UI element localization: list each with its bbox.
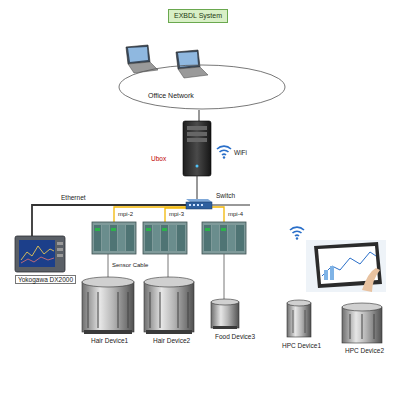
ellipse-outline xyxy=(118,64,286,110)
device-label: Yokogawa DX2000 xyxy=(15,275,76,284)
wifi-label: WiFi xyxy=(233,149,248,156)
network-ellipse: Office Network xyxy=(118,64,286,110)
machine-device xyxy=(82,277,134,334)
device-label: Hair Device1 xyxy=(90,337,129,344)
network-wire xyxy=(197,176,198,200)
recorder-device xyxy=(15,236,65,272)
tablet-device xyxy=(306,240,386,292)
device-label: Switch xyxy=(215,192,236,199)
device-label: Food Device3 xyxy=(214,333,256,340)
bus-label: mpi-2 xyxy=(117,211,134,218)
system-box: EXBDL System xyxy=(168,9,228,23)
device-label: Hair Device2 xyxy=(152,337,191,344)
plc-rack xyxy=(92,222,136,254)
cable-label: Ethernet xyxy=(60,194,87,201)
machine-device xyxy=(144,277,194,334)
network-wire xyxy=(210,205,250,206)
cable-label: Sensor Cable xyxy=(111,262,149,269)
server-tower xyxy=(183,121,211,176)
plc-rack xyxy=(202,222,246,254)
mpi-cable xyxy=(114,207,190,222)
node-text: Office Network xyxy=(148,92,194,100)
bus-label: mpi-3 xyxy=(168,211,185,218)
sensor-cable xyxy=(224,254,225,300)
device-label: Ubox xyxy=(150,155,167,162)
machine-device xyxy=(287,300,311,337)
device-label: HPC Device1 xyxy=(281,342,322,349)
machine-device xyxy=(342,303,382,343)
bus-label: mpi-4 xyxy=(227,211,244,218)
laptop-icon xyxy=(176,50,208,78)
network-wire xyxy=(199,110,200,121)
switch-device xyxy=(186,199,212,209)
device-label: HPC Device2 xyxy=(344,347,385,354)
plc-rack xyxy=(143,222,187,254)
machine-device xyxy=(211,299,239,329)
node-text: EXBDL System xyxy=(173,12,223,20)
wifi-icon xyxy=(290,227,304,240)
mpi-cable xyxy=(165,208,197,222)
wifi-icon xyxy=(217,146,231,159)
